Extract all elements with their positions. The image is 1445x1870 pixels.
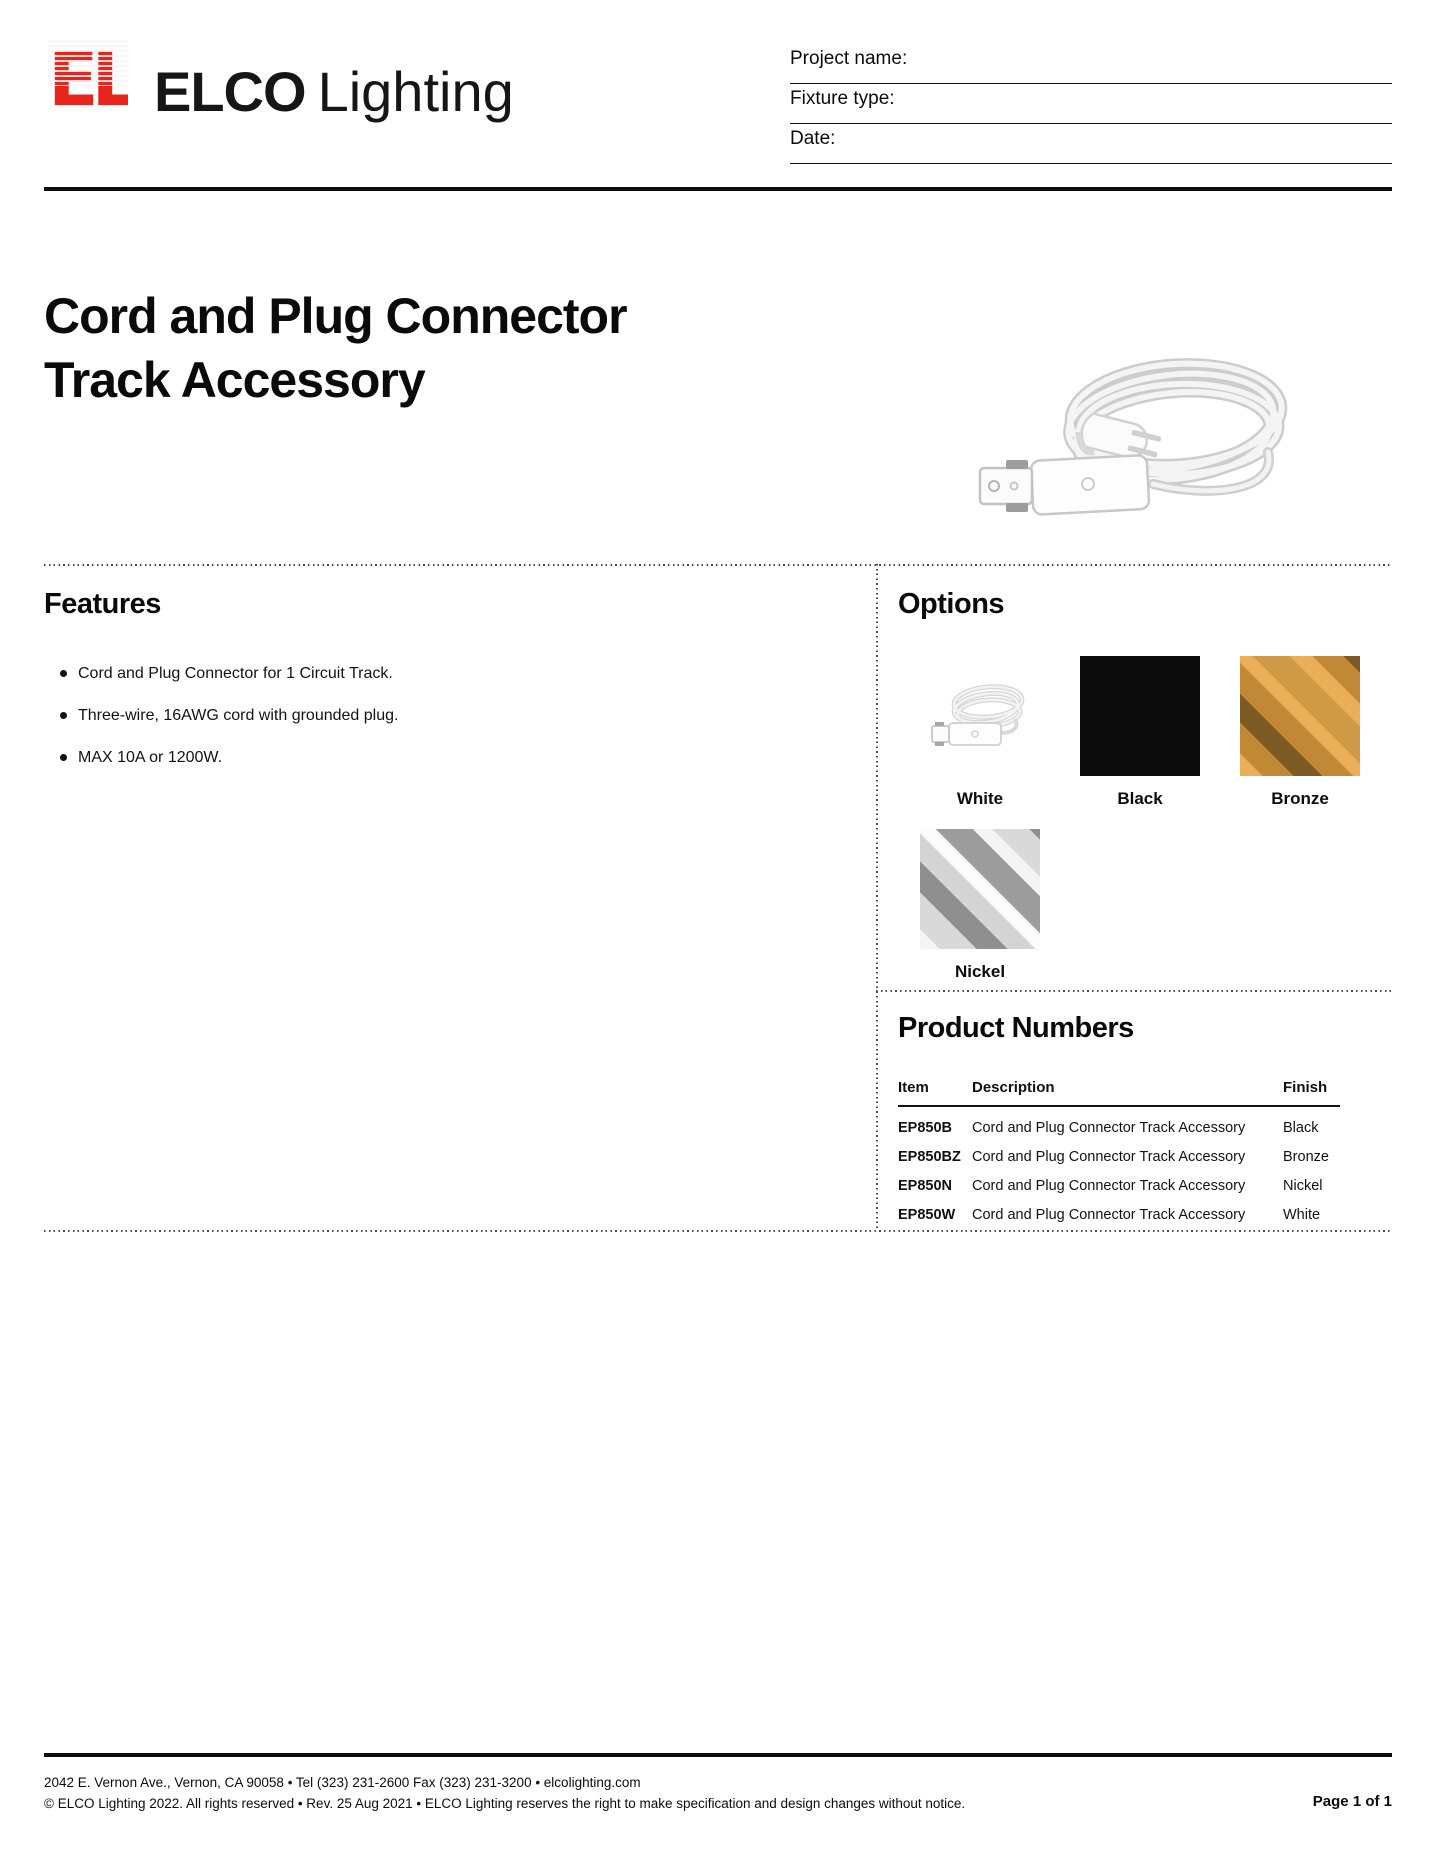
finish-label: White	[956, 789, 1004, 808]
footer-divider-rule	[44, 1753, 1392, 1757]
feature-item: Cord and Plug Connector for 1 Circuit Tr…	[44, 665, 824, 683]
connector-body	[1029, 454, 1151, 516]
bullet-icon	[60, 754, 67, 761]
item-description: Cord and Plug Connector Track Accessory	[972, 1120, 1246, 1136]
finish-label: Black	[1117, 789, 1163, 808]
finish-option-nickel: Nickel	[920, 829, 1040, 982]
finish-option-black: Black	[1080, 656, 1200, 809]
finish-label: Bronze	[1271, 789, 1329, 808]
page-title-line2: Track Accessory	[44, 352, 426, 408]
item-finish: Black	[1283, 1120, 1319, 1136]
item-number: EP850BZ	[898, 1149, 961, 1165]
page-title: Cord and Plug Connector Track Accessory	[44, 284, 628, 412]
options-heading: Options	[898, 588, 1005, 620]
section-divider-bottom	[44, 1230, 1392, 1232]
table-row: EP850BZ Cord and Plug Connector Track Ac…	[898, 1136, 1340, 1165]
page-title-line1: Cord and Plug Connector	[44, 288, 628, 344]
bronze-finish-swatch	[1240, 656, 1360, 776]
item-finish: Bronze	[1283, 1149, 1329, 1165]
section-divider-top	[44, 564, 1392, 566]
feature-text: MAX 10A or 1200W.	[78, 749, 223, 766]
feature-text: Three-wire, 16AWG cord with grounded plu…	[78, 707, 399, 724]
elco-logo-icon: EL	[48, 40, 128, 124]
features-section: Features Cord and Plug Connector for 1 C…	[44, 588, 824, 791]
item-description: Cord and Plug Connector Track Accessory	[972, 1178, 1246, 1194]
table-row: EP850B Cord and Plug Connector Track Acc…	[898, 1107, 1340, 1136]
finish-swatches: White Black Bronze Nickel	[898, 656, 1392, 986]
logo-mark-text: EL	[48, 40, 128, 123]
item-number: EP850N	[898, 1178, 953, 1194]
table-row: EP850N Cord and Plug Connector Track Acc…	[898, 1165, 1340, 1194]
item-finish: White	[1283, 1207, 1321, 1223]
item-number: EP850W	[898, 1207, 956, 1223]
table-header-row: Item Description Finish	[898, 1079, 1340, 1107]
table-row: EP850W Cord and Plug Connector Track Acc…	[898, 1194, 1340, 1223]
item-description: Cord and Plug Connector Track Accessory	[972, 1207, 1246, 1223]
black-finish-swatch	[1080, 656, 1200, 776]
date-label: Date:	[790, 128, 836, 149]
features-heading: Features	[44, 588, 161, 620]
product-numbers-section: Product Numbers Item Description Finish …	[898, 1012, 1392, 1223]
fixture-type-label: Fixture type:	[790, 88, 895, 109]
col-header-description: Description	[972, 1079, 1055, 1096]
footer-copyright-line: © ELCO Lighting 2022. All rights reserve…	[44, 1796, 966, 1811]
white-finish-photo	[920, 656, 1040, 776]
date-field: Date:	[790, 124, 1392, 164]
bullet-icon	[60, 670, 67, 677]
product-numbers-heading: Product Numbers	[898, 1012, 1134, 1044]
brand-name-light: Lighting	[317, 60, 514, 123]
fixture-type-field: Fixture type:	[790, 84, 1392, 124]
item-description: Cord and Plug Connector Track Accessory	[972, 1149, 1246, 1165]
item-finish: Nickel	[1283, 1178, 1323, 1194]
col-header-finish: Finish	[1283, 1079, 1328, 1096]
finish-option-white: White	[920, 656, 1040, 809]
bullet-icon	[60, 712, 67, 719]
page-number: Page 1 of 1	[1312, 1793, 1392, 1810]
product-numbers-table: Item Description Finish EP850B Cord and …	[898, 1079, 1340, 1223]
feature-item: MAX 10A or 1200W.	[44, 749, 824, 767]
footer: 2042 E. Vernon Ave., Vernon, CA 90058 • …	[44, 1772, 1224, 1814]
project-name-label: Project name:	[790, 48, 908, 69]
project-name-field: Project name:	[790, 44, 1392, 84]
feature-text: Cord and Plug Connector for 1 Circuit Tr…	[78, 665, 393, 682]
mini-product-photo	[931, 684, 1025, 746]
header-divider-rule	[44, 187, 1392, 191]
brand-name-bold: ELCO	[154, 60, 307, 123]
item-number: EP850B	[898, 1120, 953, 1136]
footer-address-line: 2042 E. Vernon Ave., Vernon, CA 90058 • …	[44, 1775, 641, 1790]
header-form-fields: Project name: Fixture type: Date:	[790, 44, 1392, 164]
col-header-item: Item	[898, 1079, 929, 1096]
column-divider	[876, 564, 878, 1230]
product-photo	[978, 358, 1288, 516]
options-section: Options	[898, 588, 1392, 986]
finish-option-bronze: Bronze	[1240, 656, 1360, 809]
features-list: Cord and Plug Connector for 1 Circuit Tr…	[44, 665, 824, 767]
options-products-divider	[876, 990, 1392, 992]
track-adapter	[978, 460, 1034, 512]
finish-label: Nickel	[954, 962, 1006, 981]
feature-item: Three-wire, 16AWG cord with grounded plu…	[44, 707, 824, 725]
nickel-finish-swatch	[920, 829, 1040, 949]
